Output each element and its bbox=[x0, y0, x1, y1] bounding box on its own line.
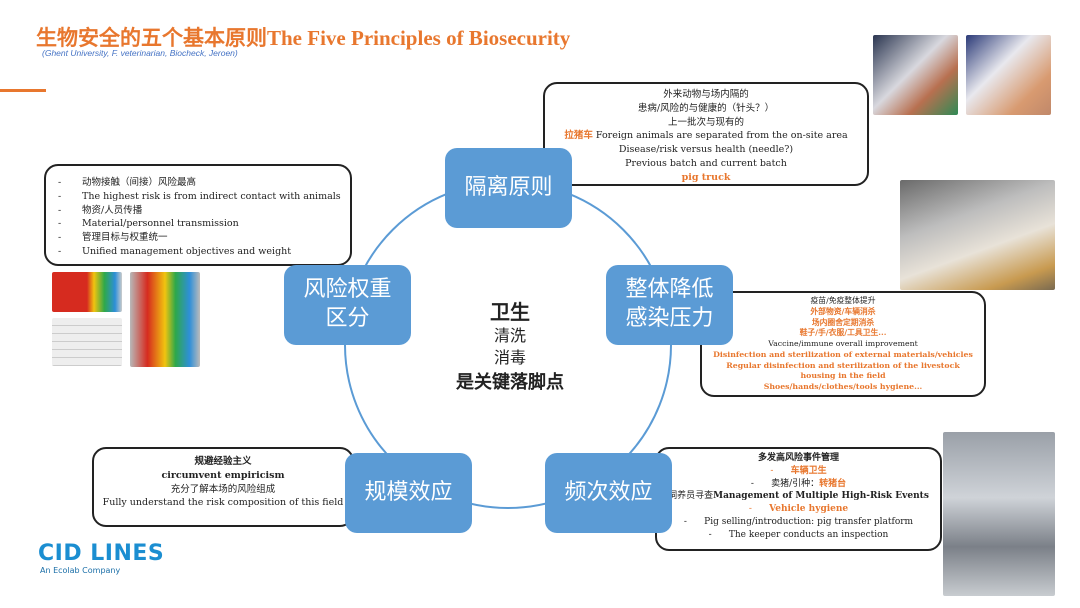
text-part: Vehicle hygiene bbox=[769, 504, 849, 515]
center-line2: 清洗 bbox=[493, 326, 526, 345]
bullet: - bbox=[58, 190, 62, 202]
page-subtitle: (Ghent University, F. veterinarian, Bioc… bbox=[42, 48, 238, 58]
item-text: Unified management objectives and weight bbox=[82, 245, 292, 257]
item-text: 物资/人员传播 bbox=[82, 204, 143, 216]
list-item: - 动物接触（间接）风险最高 bbox=[46, 176, 350, 190]
accent-line bbox=[0, 89, 46, 92]
bullet: - bbox=[58, 232, 62, 244]
bullet: - bbox=[58, 245, 62, 257]
photo-color-boards bbox=[52, 272, 122, 312]
list-item: - Material/personnel transmission bbox=[46, 217, 350, 231]
text-line-en: Foreign animals are separated from the o… bbox=[592, 130, 848, 142]
photo-disinfection-spray bbox=[900, 180, 1055, 290]
photo-vehicle-washing bbox=[943, 432, 1055, 596]
text-part: 饲养员寻查 bbox=[668, 491, 714, 502]
list-item: - Unified management objectives and weigh… bbox=[46, 245, 350, 259]
center-text: 卫生 清洗 消毒 是关键落脚点 bbox=[430, 296, 590, 394]
text-line: circumvent empiricism bbox=[161, 469, 285, 481]
text-line: Regular disinfection and sterilization o… bbox=[726, 360, 960, 381]
color-code-table-image bbox=[52, 318, 122, 366]
risk-weight-textbox: - 动物接触（间接）风险最高 - The highest risk is from … bbox=[44, 164, 352, 266]
text-line: Vaccine/immune overall improvement bbox=[768, 339, 918, 348]
node-risk-weight: 风险权重 区分 bbox=[284, 265, 411, 345]
text-part: Management of Multiple High-Risk Events bbox=[713, 491, 929, 502]
text-line: 疫苗/免疫整体提升 bbox=[810, 296, 876, 305]
item-text: The highest risk is from indirect contac… bbox=[82, 190, 341, 202]
text-line: pig truck bbox=[681, 171, 731, 183]
text-line: - 卖猪/引种：转猪台 bbox=[657, 478, 940, 491]
vehicle-cn: 车辆卫生 bbox=[790, 465, 827, 476]
bullet: - bbox=[750, 478, 754, 489]
text-part: Pig selling/introduction: pig transfer p… bbox=[704, 516, 914, 527]
node-isolation: 隔离原则 bbox=[445, 148, 572, 228]
text-line: 场内圈舍定期消杀 bbox=[811, 317, 875, 327]
bullet: - bbox=[58, 218, 62, 230]
text-line: 充分了解本场的风险组成 bbox=[170, 483, 276, 495]
text-line: - 车辆卫生 bbox=[657, 465, 940, 478]
photo-colored-shovels bbox=[130, 272, 200, 367]
list-item: - The highest risk is from indirect conta… bbox=[46, 190, 350, 204]
text-line: 饲养员寻查Management of Multiple High-Risk Ev… bbox=[657, 490, 940, 503]
bullet: - bbox=[683, 516, 687, 527]
item-text: Material/personnel transmission bbox=[82, 218, 239, 230]
text-line: Previous batch and current batch bbox=[625, 157, 787, 169]
center-line3: 消毒 bbox=[493, 347, 526, 367]
bullet: - bbox=[708, 529, 712, 540]
item-text: 管理目标与权重统一 bbox=[82, 232, 168, 244]
pig-truck-cn: 拉猪车 bbox=[564, 130, 593, 142]
text-line: 上一批次与现有的 bbox=[667, 116, 744, 128]
item-text: 动物接触（间接）风险最高 bbox=[82, 177, 197, 188]
text-line: - Vehicle hygiene bbox=[657, 503, 940, 516]
list-item: - 管理目标与权重统一 bbox=[46, 231, 350, 245]
bullet: - bbox=[770, 465, 774, 476]
text-line: Disinfection and sterilization of extern… bbox=[713, 349, 973, 359]
text-line: 鞋子/手/衣服/工具卫生... bbox=[799, 328, 887, 338]
text-part: The keeper conducts an inspection bbox=[728, 529, 889, 540]
reduce-pressure-textbox: 疫苗/免疫整体提升 外部物资/车辆消杀 场内圈舍定期消杀 鞋子/手/衣服/工具卫… bbox=[700, 291, 986, 397]
text-line: Disease/risk versus health (needle?) bbox=[618, 144, 794, 156]
center-line4: 是关键落脚点 bbox=[456, 372, 564, 394]
text-line: 外部物资/车辆消杀 bbox=[810, 306, 876, 316]
text-line: 规避经验主义 bbox=[194, 456, 252, 467]
text-line: 多发高风险事件管理 bbox=[757, 453, 839, 463]
text-part: 卖猪/引种： bbox=[771, 478, 820, 489]
node-frequency-effect: 频次效应 bbox=[545, 453, 672, 533]
text-part: 转猪台 bbox=[819, 478, 847, 489]
isolation-textbox: 外来动物与场内隔的 患病/风险的与健康的（针头？） 上一批次与现有的 拉猪车 F… bbox=[543, 82, 869, 186]
cid-lines-logo: CID LINES bbox=[38, 541, 165, 566]
photo-tail-docking bbox=[873, 35, 958, 115]
logo-tagline: An Ecolab Company bbox=[40, 566, 121, 575]
scale-effect-textbox: 规避经验主义 circumvent empiricism 充分了解本场的风险组成… bbox=[92, 447, 354, 527]
text-line: Shoes/hands/clothes/tools hygiene... bbox=[763, 382, 923, 391]
list-item: - 物资/人员传播 bbox=[46, 204, 350, 218]
node-scale-effect: 规模效应 bbox=[345, 453, 472, 533]
center-line1: 卫生 bbox=[490, 300, 530, 324]
photo-teeth-clipping bbox=[966, 35, 1051, 115]
text-line: Fully understand the risk composition of… bbox=[102, 497, 344, 509]
text-line: 拉猪车 Foreign animals are separated from t… bbox=[545, 129, 867, 143]
text-line: - The keeper conducts an inspection bbox=[657, 529, 940, 542]
text-line: 外来动物与场内隔的 bbox=[663, 89, 749, 100]
frequency-effect-textbox: 多发高风险事件管理 - 车辆卫生 - 卖猪/引种：转猪台 饲养员寻查Manage… bbox=[655, 447, 942, 551]
page-title: 生物安全的五个基本原则The Five Principles of Biosec… bbox=[36, 26, 571, 50]
bullet: - bbox=[58, 204, 62, 216]
bullet: - bbox=[748, 504, 752, 515]
bullet: - bbox=[58, 177, 62, 188]
text-line: - Pig selling/introduction: pig transfer… bbox=[657, 516, 940, 529]
text-line: 患病/风险的与健康的（针头？） bbox=[637, 102, 775, 114]
node-reduce-pressure: 整体降低 感染压力 bbox=[606, 265, 733, 345]
